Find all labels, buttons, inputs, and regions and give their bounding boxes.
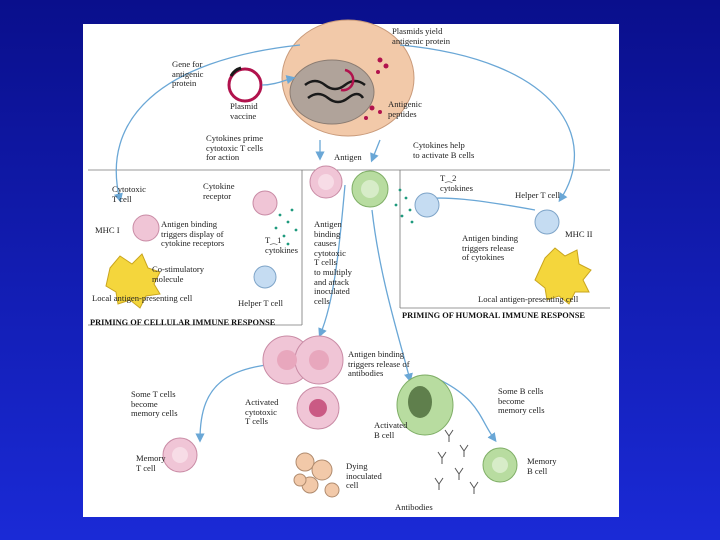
label-local-apc-left: Local antigen-presenting cell (92, 293, 193, 303)
dying-cell (293, 452, 340, 498)
label-th1-cytokines: T⁔1 cytokines (265, 235, 298, 255)
caption-humoral: PRIMING OF HUMORAL IMMUNE RESPONSE (402, 311, 586, 320)
cytokine-dots (274, 188, 414, 246)
label-some-t-cells-memory: Some T cells become memory cells (131, 389, 178, 419)
label-cytotoxic-t-cell: Cytotoxic T cell (112, 184, 146, 204)
label-mhc-i: MHC I (95, 225, 120, 235)
label-local-apc-right: Local antigen-presenting cell (478, 294, 579, 304)
label-antigen-binding-antibodies: Antigen binding triggers release of anti… (348, 349, 410, 379)
label-some-b-cells-memory: Some B cells become memory cells (498, 386, 545, 416)
label-helper-t-cell-left: Helper T cell (238, 298, 284, 308)
inoculated-cell (281, 19, 415, 137)
section-frames (88, 169, 610, 326)
cells-priming (105, 165, 592, 309)
label-cytokines-help: Cytokines help to activate B cells (413, 140, 475, 160)
label-plasmid-vaccine: Plasmid vaccine (230, 101, 258, 121)
dna-strand (307, 92, 365, 104)
label-antibodies: Antibodies (395, 502, 433, 512)
label-activated-cytotoxic: Activated cytotoxic T cells (245, 397, 279, 427)
label-mhc-ii: MHC II (565, 229, 593, 239)
label-cytokine-receptor: Cytokine receptor (203, 181, 235, 201)
cells-activated (162, 335, 518, 498)
label-cytokines-prime: Cytokines prime cytotoxic T cells for ac… (206, 133, 264, 163)
dna-strand (304, 79, 366, 91)
antigenic-peptides (364, 57, 389, 120)
label-helper-t-cell-right: Helper T cell (515, 190, 561, 200)
label-plasmids-yield: Plasmids yield antigenic protein (392, 26, 450, 46)
label-antigen: Antigen (334, 152, 362, 162)
label-antigen-binding-release-cytokines: Antigen binding triggers release of cyto… (462, 233, 519, 263)
label-memory-t-cell: Memory T cell (136, 453, 166, 473)
label-activated-b-cell: Activated B cell (374, 420, 408, 440)
apc-left (105, 253, 161, 309)
caption-cellular: PRIMING OF CELLULAR IMMUNE RESPONSE (90, 318, 276, 327)
label-th2-cytokines: T⁔2 cytokines (440, 173, 473, 193)
plasmid-in-nucleus (340, 68, 355, 92)
label-antigenic-peptides: Antigenic peptides (388, 99, 422, 119)
plasmid-vaccine (227, 66, 263, 103)
antibodies-glyphs (434, 429, 479, 494)
label-antigen-binding-multiply: Antigen binding causes cytotoxic T cells… (314, 219, 352, 306)
label-memory-b-cell: Memory B cell (527, 456, 557, 476)
label-antigen-binding-display: Antigen binding triggers display of cyto… (161, 219, 225, 249)
label-costimulatory: Co-stimulatory molecule (152, 264, 205, 284)
apc-right (534, 247, 592, 305)
label-dying-cell: Dying inoculated cell (346, 461, 382, 491)
label-gene-for-protein: Gene for antigenic protein (172, 59, 204, 89)
